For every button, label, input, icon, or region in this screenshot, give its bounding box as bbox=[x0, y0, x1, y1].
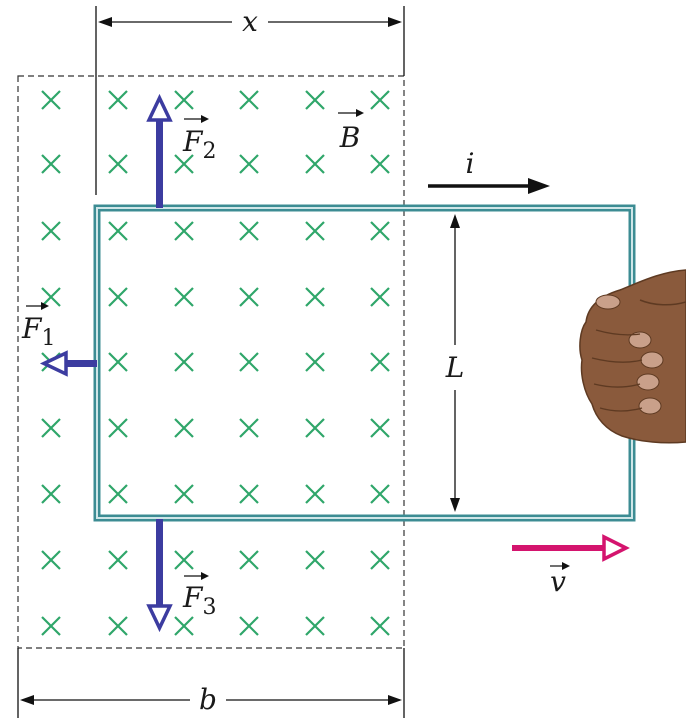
field-region bbox=[17, 75, 405, 649]
field-cross bbox=[108, 287, 128, 307]
field-cross bbox=[370, 90, 390, 110]
field-cross bbox=[41, 418, 61, 438]
field-cross bbox=[239, 550, 259, 570]
field-cross bbox=[174, 616, 194, 636]
field-cross bbox=[305, 550, 325, 570]
field-cross bbox=[174, 550, 194, 570]
label-i: i bbox=[466, 147, 475, 180]
field-cross bbox=[370, 221, 390, 241]
dimension-b: b bbox=[17, 648, 405, 718]
field-cross bbox=[239, 418, 259, 438]
field-cross bbox=[305, 154, 325, 174]
field-cross bbox=[108, 352, 128, 372]
force-F2-arrow: F2 bbox=[146, 93, 216, 208]
field-cross bbox=[239, 352, 259, 372]
label-x: x bbox=[242, 5, 258, 38]
field-cross bbox=[108, 484, 128, 504]
field-cross bbox=[174, 352, 194, 372]
field-cross bbox=[108, 550, 128, 570]
field-cross bbox=[239, 221, 259, 241]
force-F1-arrow: F1 bbox=[21, 302, 97, 377]
field-cross bbox=[370, 352, 390, 372]
velocity-arrow: v bbox=[512, 534, 630, 598]
label-L: L bbox=[445, 351, 465, 384]
field-cross bbox=[108, 90, 128, 110]
field-cross bbox=[41, 221, 61, 241]
field-cross bbox=[370, 550, 390, 570]
current-arrow: i bbox=[428, 147, 550, 194]
field-cross bbox=[108, 418, 128, 438]
field-cross bbox=[174, 484, 194, 504]
field-label-B: B bbox=[338, 109, 364, 154]
field-cross bbox=[305, 616, 325, 636]
field-cross bbox=[370, 154, 390, 174]
label-v: v bbox=[550, 565, 566, 598]
field-cross bbox=[239, 287, 259, 307]
field-cross bbox=[41, 484, 61, 504]
dimension-L: L bbox=[445, 214, 465, 512]
field-cross bbox=[370, 418, 390, 438]
field-cross bbox=[305, 287, 325, 307]
field-cross bbox=[174, 90, 194, 110]
field-cross bbox=[305, 352, 325, 372]
field-cross bbox=[41, 154, 61, 174]
wire-loop bbox=[93, 204, 636, 522]
field-cross bbox=[108, 154, 128, 174]
field-cross bbox=[239, 90, 259, 110]
field-cross bbox=[174, 418, 194, 438]
field-cross bbox=[370, 616, 390, 636]
field-cross bbox=[174, 287, 194, 307]
label-F2: F2 bbox=[182, 125, 216, 164]
field-cross bbox=[305, 90, 325, 110]
field-cross bbox=[370, 484, 390, 504]
field-cross bbox=[174, 221, 194, 241]
hand-gripping-icon bbox=[579, 269, 686, 444]
dimension-x: x bbox=[95, 5, 405, 195]
field-cross bbox=[174, 154, 194, 174]
field-cross bbox=[108, 616, 128, 636]
magnetic-field-crosses bbox=[41, 90, 390, 636]
field-cross bbox=[370, 287, 390, 307]
field-cross bbox=[305, 221, 325, 241]
field-cross bbox=[41, 90, 61, 110]
field-cross bbox=[305, 418, 325, 438]
label-b: b bbox=[199, 683, 217, 716]
field-cross bbox=[239, 484, 259, 504]
field-cross bbox=[41, 616, 61, 636]
field-cross bbox=[239, 154, 259, 174]
field-cross bbox=[41, 550, 61, 570]
field-cross bbox=[41, 287, 61, 307]
label-B: B bbox=[339, 121, 361, 154]
label-F3: F3 bbox=[182, 581, 216, 620]
field-cross bbox=[108, 221, 128, 241]
label-F1: F1 bbox=[21, 312, 55, 351]
force-F3-arrow: F3 bbox=[146, 519, 216, 633]
field-cross bbox=[305, 484, 325, 504]
field-cross bbox=[239, 616, 259, 636]
